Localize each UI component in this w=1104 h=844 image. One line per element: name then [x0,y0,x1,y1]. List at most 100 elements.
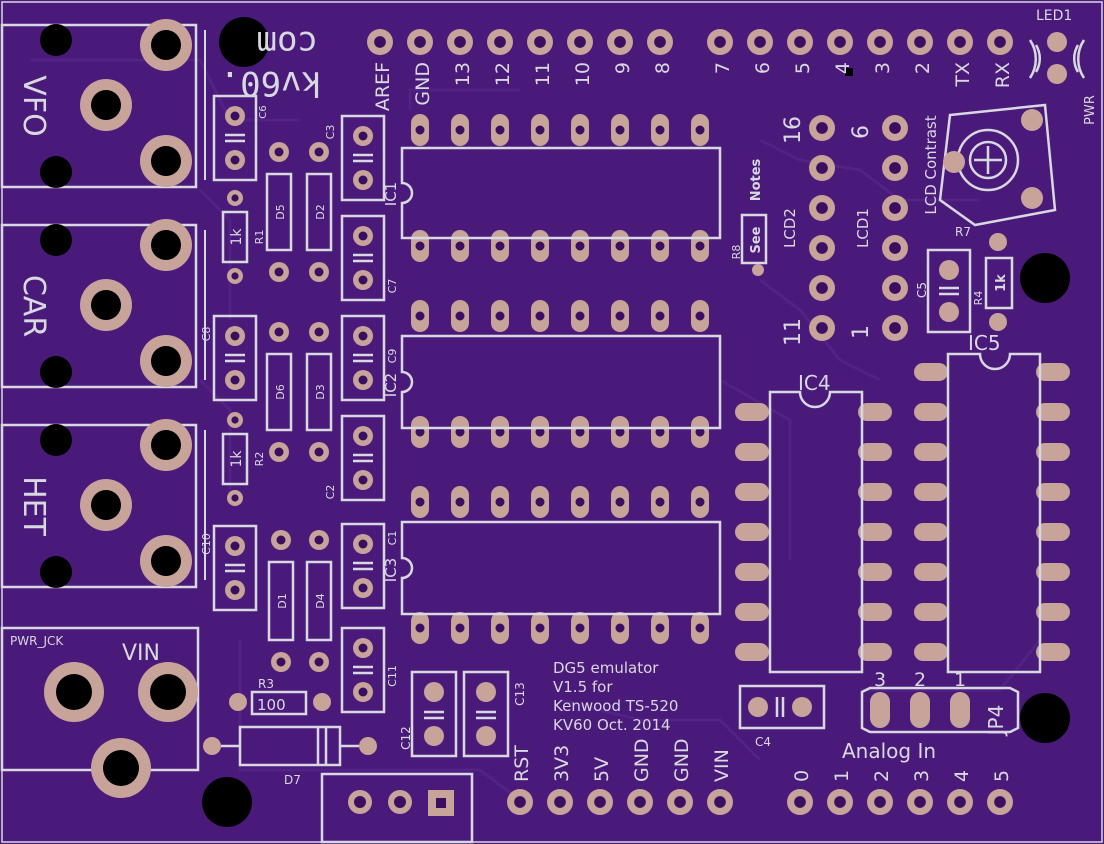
jack-pad-hole [151,230,181,260]
lcd2-pad-drill [816,282,828,294]
jp4-pin-2 [910,692,930,728]
ic-pin-drill [415,427,425,437]
c6-pad-drill [230,111,240,121]
ic-pin-drill [695,497,705,507]
jack-label-vfo: VFO [16,75,51,136]
r1-body [221,210,249,264]
ic-pin-drill [655,311,665,321]
jp4-pin-label-2: 2 [914,669,926,691]
info-line-0: DG5 emulator [553,659,659,677]
d2-label: D2 [314,204,327,219]
analog-pin-4-drill [954,796,966,808]
header-pin-7-drill [714,36,726,48]
header-label-rx: RX [992,62,1014,88]
ic5-pin [914,523,948,541]
lcd1-pad-drill [889,122,901,134]
lcd2-pad-drill [816,202,828,214]
c11-pad-drill [358,687,368,697]
ic-pin-drill [495,497,505,507]
ic-pin-drill [495,241,505,251]
d2-body [305,172,333,252]
c7-pad-drill [358,275,368,285]
ic-pin-drill [455,623,465,633]
analog-label-0: 0 [791,770,813,782]
ic4-pin [858,523,892,541]
lcd1-pad-drill [889,202,901,214]
ic-pin-drill [615,623,625,633]
ic-pin-drill [655,241,665,251]
mounting-holes [202,17,1070,827]
analog-pin-2-drill [874,796,886,808]
ic4-pin [858,443,892,461]
ic-pin-drill [535,311,545,321]
ic5-pin [1036,403,1070,421]
jp4-pin-label-1: 1 [954,669,966,691]
r2-value: 1k [229,450,245,468]
r8-label: R8 [730,245,743,260]
power-pin-rst-drill [514,796,526,808]
ic-pin-drill [615,125,625,135]
pwr-jack-label: PWR_JCK [10,634,64,648]
lcd-pin11-label: 11 [781,318,806,346]
d4-pad-drill [314,535,324,545]
ic2cap-outline [340,314,386,402]
c10-pad-drill [230,585,240,595]
power-pin-gnd-drill [674,796,686,808]
d4-pad-drill [314,657,324,667]
ic-pin-drill [615,241,625,251]
info-line-3: KV60 Oct. 2014 [553,716,671,734]
r4-value: 1k [994,274,1009,292]
header-pin-8-drill [654,36,666,48]
jack-pad-hole [151,146,181,176]
lcd2-pad-drill [816,322,828,334]
info-line-2: Kenwood TS-520 [553,697,678,715]
analog-label-1: 1 [831,770,853,782]
ic2-label: IC2 [382,373,400,397]
d5-body [265,172,293,252]
power-label-gnd: GND [671,738,693,782]
jack-outline [0,223,198,389]
r1-value: 1k [229,228,245,246]
power-jack [0,626,200,798]
ic-pin-drill [415,241,425,251]
info-line-1: V1.5 for [553,678,613,696]
ic4-pin [735,523,769,541]
lcd2-label: LCD2 [781,208,799,248]
c2-pad-drill [358,431,368,441]
c10-pad-drill [230,541,240,551]
ic5-pin [1036,523,1070,541]
r3-label: R3 [258,677,274,691]
ic4-pin [735,443,769,461]
header-label-12: 12 [492,62,514,86]
ic1cap-pad-drill [358,175,368,185]
header-pin-4-drill [834,36,846,48]
header-label-aref: AREF [372,62,394,111]
r2-pad-drill [231,416,239,424]
analog-label-4: 4 [951,770,973,782]
power-label-gnd: GND [631,738,653,782]
lcd1-pad-drill [889,242,901,254]
analog-in-label: Analog In [842,739,936,763]
top-header-pads [367,29,1013,76]
lcd-contrast-pot [938,103,1057,227]
c4 [738,684,826,730]
jack-pad-hole [151,430,181,460]
ic1cap-pad-drill [358,131,368,141]
jack-hole [40,424,72,456]
domain-label-com: com [257,23,318,63]
ic-pin-drill [415,623,425,633]
ic-pin-drill [695,241,705,251]
power-label-vin: VIN [711,749,733,782]
header-pin-3-drill [874,36,886,48]
power-label-5v: 5V [591,757,613,782]
c12-c13 [410,670,510,758]
header-label-8: 8 [652,62,674,74]
d5-pad-drill [274,267,284,277]
ic3-body [400,520,722,616]
jp4-label: JP4 [984,705,1008,738]
power-pin-5v-drill [594,796,606,808]
ic-pin-drill [455,311,465,321]
lcd-pin1-label: 1 [849,325,874,339]
c3-label: C3 [324,125,337,140]
